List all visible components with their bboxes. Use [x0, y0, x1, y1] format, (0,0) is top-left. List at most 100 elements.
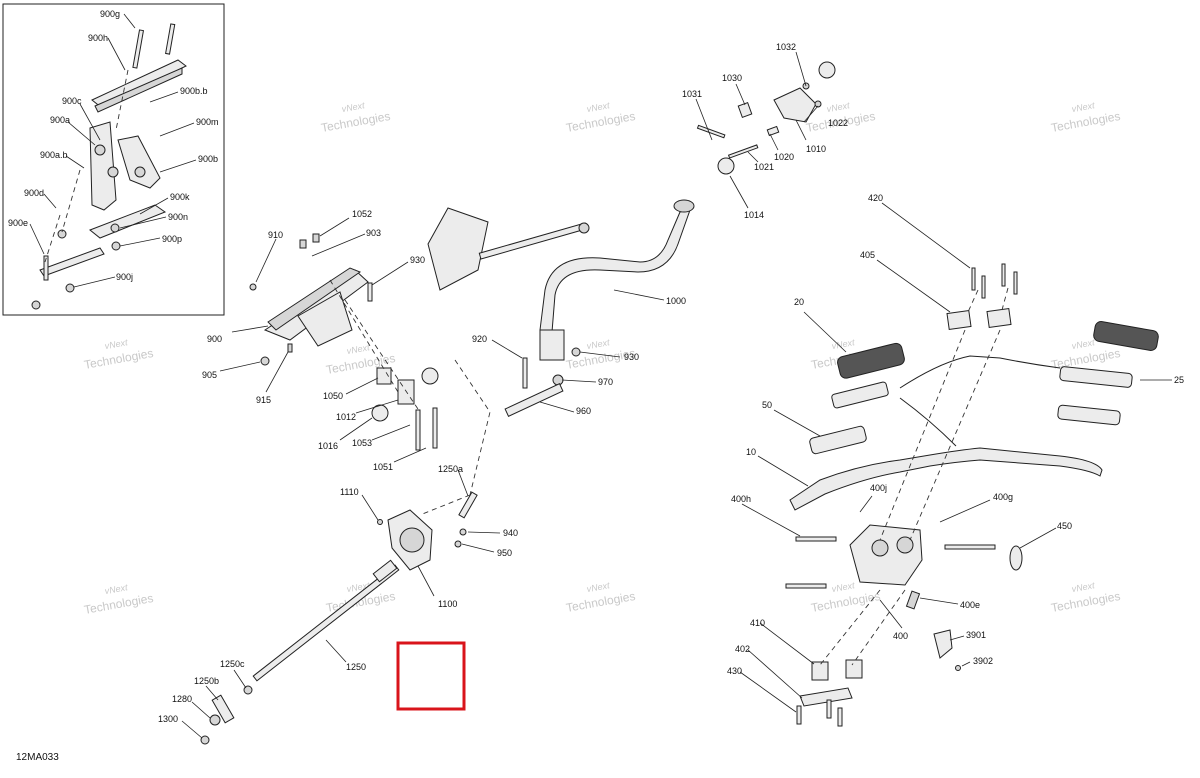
- riser-bore-b: [896, 536, 914, 554]
- bracket-900b: [117, 135, 161, 189]
- label-930-column: 930: [624, 352, 639, 362]
- leader: [803, 311, 847, 353]
- nut-900n: [110, 223, 120, 233]
- label-1012: 1012: [336, 412, 356, 422]
- bolt-900h-top: [165, 23, 176, 55]
- label-402: 402: [735, 644, 750, 654]
- bushing-900b-b: [134, 166, 146, 178]
- watermark-line1: vNext: [831, 580, 856, 594]
- riser-block-400: [849, 524, 923, 586]
- grip-25: [1059, 366, 1133, 388]
- leader: [371, 261, 409, 286]
- leader: [417, 565, 435, 597]
- label-900m: 900m: [196, 117, 219, 127]
- leader: [795, 119, 807, 141]
- label-1016: 1016: [318, 441, 338, 451]
- label-930: 930: [410, 255, 425, 265]
- label-900c: 900c: [62, 96, 82, 106]
- leader: [757, 455, 809, 487]
- label-1053: 1053: [352, 438, 372, 448]
- leader: [1019, 527, 1057, 549]
- support-1100-bore: [399, 527, 425, 553]
- label-903: 903: [366, 228, 381, 238]
- bolt-430-c: [837, 707, 843, 727]
- nut-970: [552, 374, 564, 386]
- bracket-900-body: [297, 291, 353, 347]
- watermark-line2: Technologies: [320, 109, 391, 135]
- bracket-900a: [89, 121, 117, 211]
- label-3902: 3902: [973, 656, 993, 666]
- watermark-line2: Technologies: [83, 346, 154, 372]
- leader: [361, 494, 379, 521]
- bolt-420-a: [971, 267, 976, 291]
- label-1050: 1050: [323, 391, 343, 401]
- assembly-dash-line: [329, 279, 399, 393]
- label-1051: 1051: [373, 462, 393, 472]
- leader: [139, 197, 169, 215]
- pin-915: [287, 343, 293, 353]
- label-400e: 400e: [960, 600, 980, 610]
- nut-1300: [200, 735, 210, 745]
- ring-1014: [717, 157, 735, 175]
- inset-dash-line: [61, 169, 81, 233]
- leader: [29, 223, 45, 255]
- leader: [457, 469, 469, 497]
- label-1052: 1052: [352, 209, 372, 219]
- column-top: [673, 199, 695, 213]
- steering-support-housing: [427, 207, 489, 291]
- rod-end-eye-1280: [209, 714, 221, 726]
- column-lower: [539, 329, 565, 361]
- bolt-420-b: [981, 275, 986, 299]
- label-940: 940: [503, 528, 518, 538]
- leader: [107, 37, 126, 71]
- nut-1052b: [312, 233, 320, 243]
- leader: [795, 51, 807, 87]
- bushing-1050: [376, 367, 392, 385]
- leader: [881, 202, 971, 269]
- shaft-1250: [252, 564, 400, 682]
- nut-1022: [814, 100, 822, 108]
- handlebar-group: 420 405 20 25 50 10 400j 400h 400g 450 4…: [727, 193, 1184, 727]
- leader: [231, 325, 269, 333]
- label-1000: 1000: [666, 296, 686, 306]
- watermark-line1: vNext: [341, 100, 366, 114]
- leader: [613, 289, 665, 301]
- bracket-assembly-900: 910 1052 903 930 900 905 915 1050 1012 1…: [202, 209, 491, 496]
- leader: [467, 531, 501, 534]
- label-405: 405: [860, 250, 875, 260]
- grip-20: [837, 342, 905, 379]
- bushing-900c: [94, 144, 106, 156]
- inset-dash-line: [44, 214, 61, 263]
- label-1031: 1031: [682, 89, 702, 99]
- leader: [181, 720, 203, 739]
- leader: [747, 151, 759, 163]
- leader: [371, 424, 411, 441]
- leader: [79, 103, 101, 141]
- inset-dash-line: [115, 69, 129, 131]
- label-1021: 1021: [754, 162, 774, 172]
- leader: [159, 159, 197, 173]
- nut-950: [454, 540, 462, 548]
- nut-1052: [299, 239, 307, 249]
- bolt-420-c: [1001, 263, 1006, 287]
- link-960: [504, 383, 564, 417]
- label-950: 950: [497, 548, 512, 558]
- grip-right: [1093, 321, 1159, 351]
- label-900h: 900h: [88, 33, 108, 43]
- label-1250: 1250: [346, 662, 366, 672]
- leader: [191, 701, 211, 719]
- clamp-group-1010: 1031 1030 1032 1022 1010 1020 1021 1014: [682, 42, 848, 220]
- label-450: 450: [1057, 521, 1072, 531]
- watermark-line2: Technologies: [810, 589, 881, 615]
- pin-930: [571, 347, 581, 357]
- leader: [339, 417, 373, 441]
- leader: [119, 216, 167, 229]
- inset-detail-900: 900g 900h 900b.b 900c 900a 900m 900a.b 9…: [2, 3, 225, 316]
- assembly-dash-line: [879, 329, 966, 541]
- label-1300: 1300: [158, 714, 178, 724]
- leader: [859, 495, 873, 513]
- grip-inner: [831, 381, 889, 409]
- leader: [759, 622, 815, 665]
- bushing-1020: [766, 125, 780, 137]
- leader: [769, 133, 779, 151]
